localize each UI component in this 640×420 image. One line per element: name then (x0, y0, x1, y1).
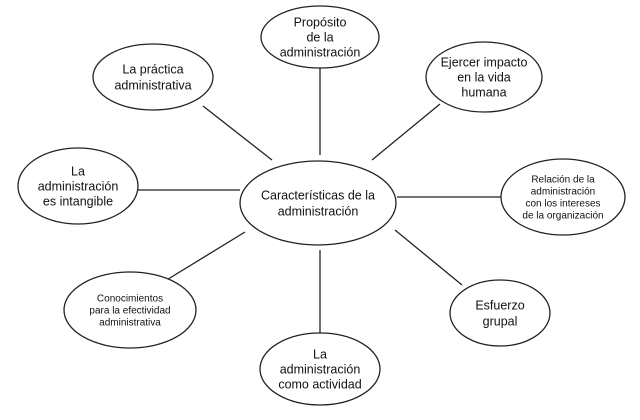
node-label-line: como actividad (278, 377, 361, 391)
node-label-line: administración (278, 204, 359, 218)
node-label-line: La (313, 347, 327, 361)
connector-line-conocimientos (164, 231, 246, 282)
node-label-line: administración (280, 45, 361, 59)
node-label-line: con los intereses (525, 199, 600, 210)
node-label-line: La (71, 164, 85, 178)
node-label-line: humana (461, 85, 506, 99)
node-ellipse (17, 147, 139, 225)
node-label-line: de la organización (522, 211, 603, 222)
node-label-line: administrativa (114, 78, 191, 92)
central-node-ellipse (239, 160, 397, 246)
connector-line-impacto (371, 103, 441, 161)
node-ellipse (260, 5, 380, 69)
node-label-line: La práctica (122, 62, 183, 76)
node-ellipse (500, 158, 626, 236)
node-label-line: Esfuerzo (475, 298, 524, 312)
node-label-line: Relación de la (531, 175, 595, 186)
node-label-line: Conocimientos (97, 294, 163, 305)
central-node: Características de la administración (239, 160, 397, 246)
node-ellipse (425, 41, 543, 113)
node-ellipse (449, 279, 551, 347)
node-label-line: de la (306, 30, 333, 44)
connector-line-practica (202, 105, 273, 161)
node-esfuerzo: Esfuerzo grupal (449, 279, 551, 347)
node-label-line: administración (280, 362, 361, 376)
node-label-line: administrativa (99, 318, 161, 329)
node-label-line: Características de la (261, 188, 375, 202)
node-practica: La práctica administrativa (92, 43, 214, 111)
node-ellipse (259, 332, 381, 406)
node-label-line: es intangible (43, 194, 113, 208)
node-label-line: administración (38, 179, 119, 193)
node-ellipse (63, 271, 197, 349)
node-ellipse (92, 43, 214, 111)
node-label-line: en la vida (457, 70, 511, 84)
node-label-line: grupal (483, 314, 518, 328)
connector-line-esfuerzo (394, 229, 463, 286)
node-label-line: Propósito (294, 15, 347, 29)
node-label-line: Ejercer impacto (441, 55, 528, 69)
node-label-line: administración (531, 187, 595, 198)
node-label-line: para la efectividad (89, 306, 170, 317)
